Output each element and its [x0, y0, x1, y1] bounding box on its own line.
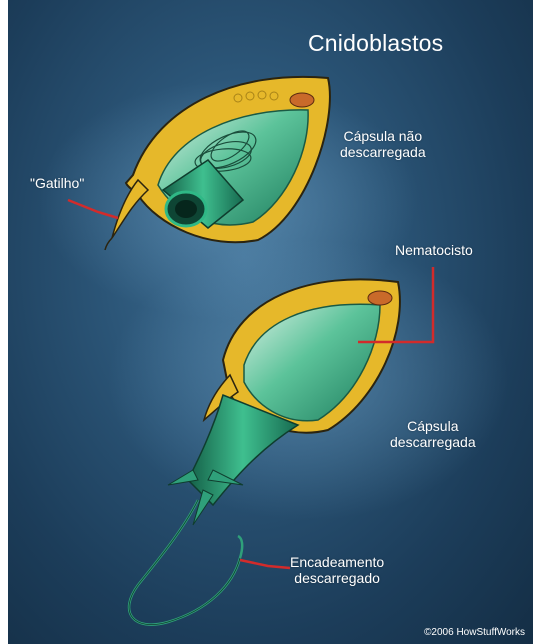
diagram-canvas: Cnidoblastos "Gatilho" Cápsula não desca… — [8, 0, 533, 644]
label-trigger: "Gatilho" — [30, 175, 84, 191]
label-nematocyst: Nematocisto — [395, 242, 473, 258]
label-thread-discharged-line1: Encadeamento — [290, 554, 384, 570]
label-capsule-undischarged-line1: Cápsula não — [340, 128, 426, 144]
cnidoblast-illustration — [8, 0, 533, 644]
label-thread-discharged-line2: descarregado — [290, 570, 384, 586]
label-thread-discharged: Encadeamento descarregado — [290, 554, 384, 586]
label-capsule-discharged: Cápsula descarregada — [390, 418, 476, 450]
copyright-notice: ©2006 HowStuffWorks — [424, 627, 525, 638]
label-capsule-discharged-line1: Cápsula — [390, 418, 476, 434]
diagram-title: Cnidoblastos — [308, 30, 443, 57]
label-capsule-undischarged: Cápsula não descarregada — [340, 128, 426, 160]
label-capsule-undischarged-line2: descarregada — [340, 144, 426, 160]
label-capsule-discharged-line2: descarregada — [390, 434, 476, 450]
leader-thread — [240, 560, 290, 568]
